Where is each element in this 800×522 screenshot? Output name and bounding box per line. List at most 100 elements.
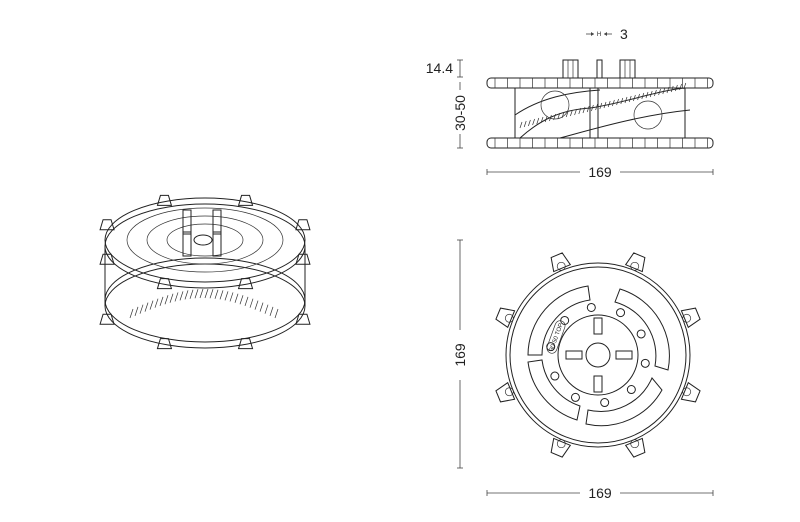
thread-tooth (670, 85, 674, 93)
thread-tooth (649, 90, 653, 98)
thread-tooth (679, 83, 682, 91)
bolt-hole (586, 302, 596, 312)
spiral-tooth (274, 308, 279, 319)
thread-tooth (666, 86, 670, 94)
thread-tooth (603, 101, 607, 109)
thread-tooth (561, 111, 565, 119)
thread-tooth (633, 94, 636, 102)
tab-clip (237, 278, 254, 290)
thread-tooth (586, 105, 590, 113)
tab-clip (99, 219, 115, 231)
spiral-tooth (194, 289, 199, 299)
thread-tooth (599, 102, 603, 110)
thread-tooth (641, 92, 645, 100)
spiral-tooth (239, 295, 244, 305)
spiral-tooth (264, 304, 269, 314)
thread-tooth (654, 89, 657, 97)
thread-tooth (616, 98, 619, 106)
spiral-tooth (144, 302, 149, 312)
support-post (212, 231, 222, 257)
tab-clip (99, 313, 115, 325)
side-dimensions: H 3 14.4 30-50 169 (426, 26, 714, 180)
spiral-tooth (164, 295, 169, 305)
spiral-tooth (234, 293, 239, 303)
thread-tooth (612, 99, 615, 107)
support-post (212, 209, 222, 235)
thread-tooth (637, 93, 640, 101)
spiral-tooth (179, 291, 184, 301)
spiral-tooth (229, 292, 234, 302)
tab-clip (99, 253, 115, 265)
top-width-label: 169 (588, 485, 612, 501)
side-width-label: 169 (588, 164, 612, 180)
tab-clip (156, 194, 173, 206)
tab-clip (295, 253, 311, 265)
thread-tooth (658, 88, 661, 96)
height-range-label: 30-50 (452, 95, 468, 131)
tab-clip (495, 307, 516, 329)
bolt-hole (636, 329, 646, 339)
thread-tooth (544, 115, 548, 123)
spiral-tooth (169, 293, 174, 303)
spiral-tooth (189, 289, 194, 299)
spiral-tooth (244, 296, 249, 307)
spiral-tooth (219, 290, 224, 300)
spiral-tooth (139, 304, 144, 314)
spiral-tooth (199, 288, 204, 299)
bolt-hole (550, 371, 560, 381)
thread-tooth (553, 113, 556, 121)
gap-dimension-label: 3 (620, 26, 628, 42)
tab-clip (295, 219, 311, 231)
tab-clip (550, 252, 572, 273)
gap-marker: H (597, 32, 601, 38)
tab-clip (237, 194, 254, 206)
thread-tooth (532, 118, 535, 126)
thread-tooth (570, 109, 573, 117)
tab-clip (237, 338, 254, 350)
isometric-view (99, 194, 311, 350)
spiral-tooth (254, 300, 259, 310)
thread-tooth (645, 91, 649, 99)
thread-tooth (528, 119, 531, 127)
thread-tooth (557, 112, 561, 120)
spiral-tooth (134, 306, 139, 316)
thread-tooth (536, 117, 540, 125)
tab-clip (680, 381, 701, 403)
thread-tooth (574, 108, 577, 116)
tab-clip (295, 313, 311, 325)
thread-tooth (578, 107, 582, 115)
bolt-hole (546, 342, 556, 352)
thread-tooth (565, 110, 569, 118)
thread-tooth (549, 114, 552, 122)
spiral-tooth (269, 306, 274, 316)
spiral-tooth (174, 292, 179, 302)
bolt-hole (570, 392, 580, 402)
thread-tooth (628, 95, 632, 103)
thread-tooth (591, 104, 594, 112)
tab-clip (156, 338, 173, 350)
tab-clip (495, 381, 516, 403)
thread-tooth (683, 82, 687, 90)
bolt-hole (600, 398, 610, 408)
spiral-tooth (149, 300, 154, 310)
tab-clip (624, 437, 646, 458)
spiral-tooth (259, 302, 264, 312)
thread-tooth (582, 106, 586, 114)
thread-tooth (675, 84, 678, 92)
spiral-tooth (159, 296, 164, 307)
spiral-tooth (184, 290, 189, 300)
bolt-hole (640, 358, 650, 368)
spiral-tooth (129, 308, 134, 319)
tab-height-label: 14.4 (426, 60, 453, 76)
bolt-hole (626, 385, 636, 395)
thread-tooth (540, 116, 544, 124)
side-view (486, 59, 714, 149)
bolt-hole (616, 308, 626, 318)
tab-clip (550, 437, 572, 458)
spiral-tooth (154, 298, 159, 308)
top-height-label: 169 (452, 343, 468, 367)
thread-tooth (607, 100, 611, 108)
spiral-tooth (214, 289, 219, 299)
top-dimensions: 169 169 (452, 239, 714, 501)
